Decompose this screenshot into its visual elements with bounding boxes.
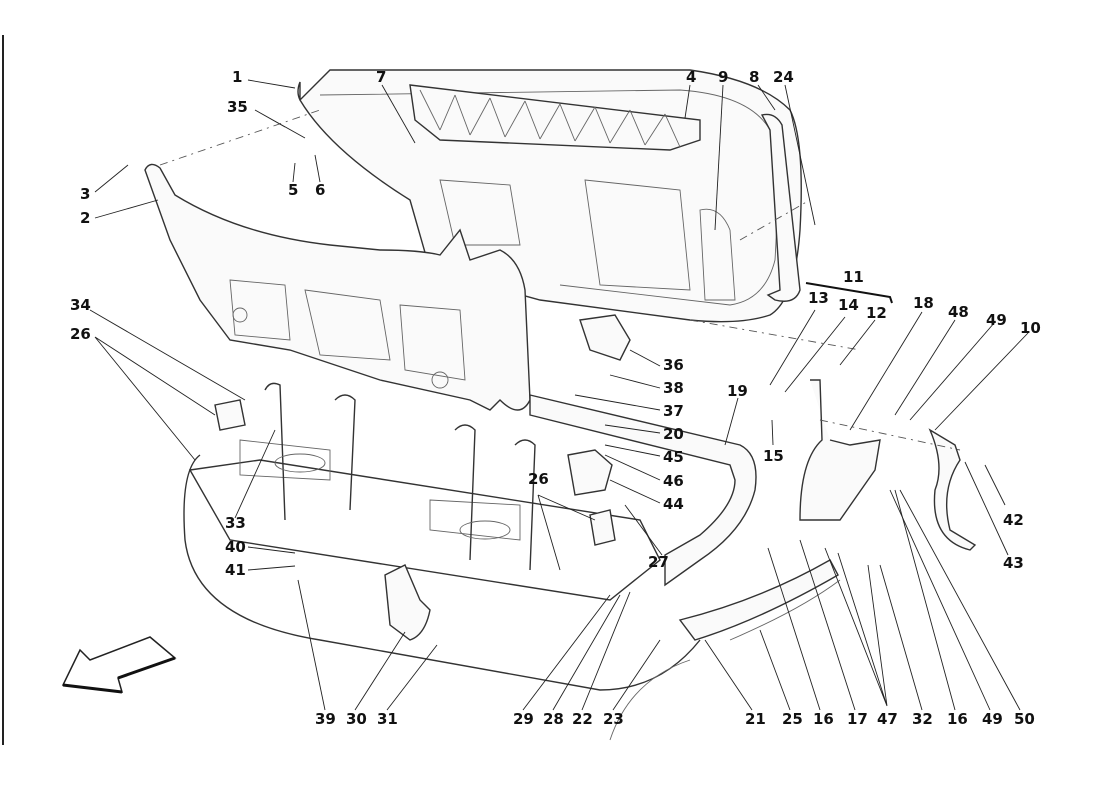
callout-32: 32 [912, 710, 933, 728]
callout-26-left: 26 [70, 325, 91, 343]
lid-trim-grille [409, 84, 701, 151]
page-border-line [2, 35, 4, 745]
alignment-line [819, 419, 961, 451]
callout-20: 20 [663, 425, 684, 443]
callout-39: 39 [315, 710, 336, 728]
callout-43: 43 [1003, 554, 1024, 572]
leader-lines [89, 79, 1029, 711]
callout-7: 7 [376, 68, 387, 86]
mount-bracket [567, 449, 613, 496]
callout-41: 41 [225, 561, 246, 579]
trim-strip [729, 579, 841, 641]
actuator-motor [384, 564, 431, 641]
arrow-shadow [62, 656, 176, 694]
callout-50: 50 [1014, 710, 1035, 728]
callout-34: 34 [70, 296, 91, 314]
callout-27: 27 [648, 553, 669, 571]
callout-46: 46 [663, 472, 684, 490]
callout-49-top: 49 [986, 311, 1007, 329]
hinge-bracket [799, 379, 881, 521]
callout-16-right: 16 [947, 710, 968, 728]
callout-6: 6 [315, 181, 326, 199]
callout-18: 18 [913, 294, 934, 312]
callout-47: 47 [877, 710, 898, 728]
callout-49-bottom: 49 [982, 710, 1003, 728]
callout-45: 45 [663, 448, 684, 466]
latch-actuator [579, 314, 631, 361]
callout-1: 1 [232, 68, 243, 86]
rear-rail [529, 394, 757, 587]
callout-26-center: 26 [528, 470, 549, 488]
callout-10: 10 [1020, 319, 1041, 337]
callout-29: 29 [513, 710, 534, 728]
lid-frame-tray [188, 382, 661, 601]
callout-28: 28 [543, 710, 564, 728]
alignment-line [739, 199, 811, 241]
callout-11: 11 [843, 268, 864, 286]
callout-44: 44 [663, 495, 684, 513]
alignment-line [689, 319, 861, 351]
callout-24: 24 [773, 68, 794, 86]
callout-38: 38 [663, 379, 684, 397]
callout-15: 15 [763, 447, 784, 465]
callout-12: 12 [866, 304, 887, 322]
callout-42: 42 [1003, 511, 1024, 529]
lid-seal [760, 113, 801, 302]
callout-13: 13 [808, 289, 829, 307]
callout-2: 2 [80, 209, 91, 227]
callout-5: 5 [288, 181, 299, 199]
lock-unit [589, 509, 616, 546]
callout-9: 9 [718, 68, 729, 86]
callout-8: 8 [749, 68, 760, 86]
callout-37: 37 [663, 402, 684, 420]
lock-unit-left [214, 399, 246, 431]
callout-35: 35 [227, 98, 248, 116]
callout-17: 17 [847, 710, 868, 728]
callout-19: 19 [727, 382, 748, 400]
callout-25: 25 [782, 710, 803, 728]
alignment-line [159, 109, 321, 166]
callout-31: 31 [377, 710, 398, 728]
release-cable [183, 454, 701, 691]
callout-22: 22 [572, 710, 593, 728]
callout-36: 36 [663, 356, 684, 374]
callout-33: 33 [225, 514, 246, 532]
callout-23: 23 [603, 710, 624, 728]
callout-16-left: 16 [813, 710, 834, 728]
group-bracket-11 [805, 282, 893, 304]
callout-48: 48 [948, 303, 969, 321]
callout-14: 14 [838, 296, 859, 314]
hinge-arm [928, 428, 977, 551]
lid-inner-panel [144, 163, 531, 411]
trim-cover [678, 559, 839, 641]
callout-40: 40 [225, 538, 246, 556]
callout-3: 3 [80, 185, 91, 203]
callout-30: 30 [346, 710, 367, 728]
wheel-arc [609, 659, 691, 741]
callout-21: 21 [745, 710, 766, 728]
callout-4: 4 [686, 68, 697, 86]
